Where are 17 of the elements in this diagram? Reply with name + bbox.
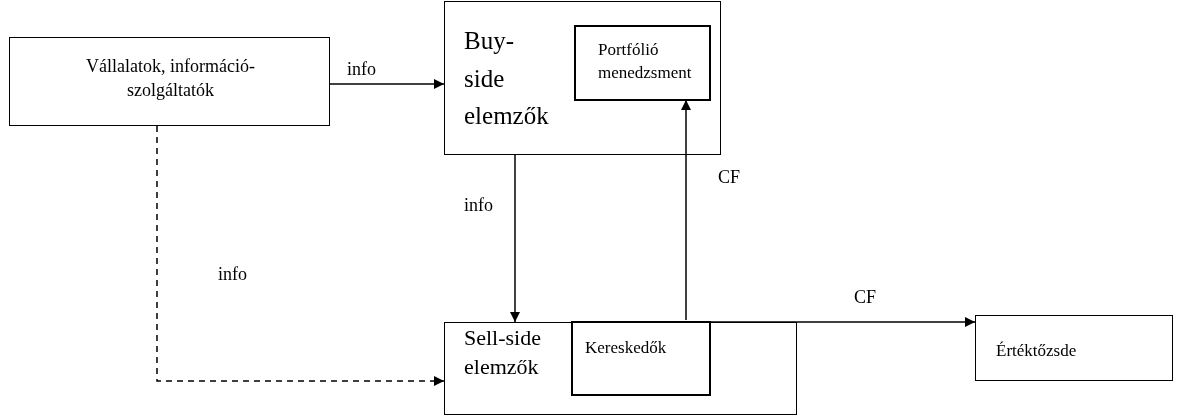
process-box (574, 25, 711, 101)
process-box (9, 37, 330, 126)
box-label: Buy-side elemzők (464, 26, 548, 131)
box-label: Portfólió menedzsment (598, 39, 693, 84)
box-label: Vállalatok, információ- szolgáltatók (85, 55, 256, 103)
arrow (681, 99, 691, 321)
arrow (156, 125, 445, 386)
arrow (329, 79, 445, 89)
process-box (571, 321, 711, 396)
box-label: Kereskedők (585, 337, 668, 359)
process-box (444, 1, 721, 155)
box-label: Sell-side elemzők (464, 324, 542, 381)
box-label: Értéktőzsde (996, 340, 1078, 362)
arrow (709, 317, 976, 327)
process-box (444, 322, 797, 415)
arrow (510, 154, 520, 323)
process-box (975, 315, 1173, 381)
